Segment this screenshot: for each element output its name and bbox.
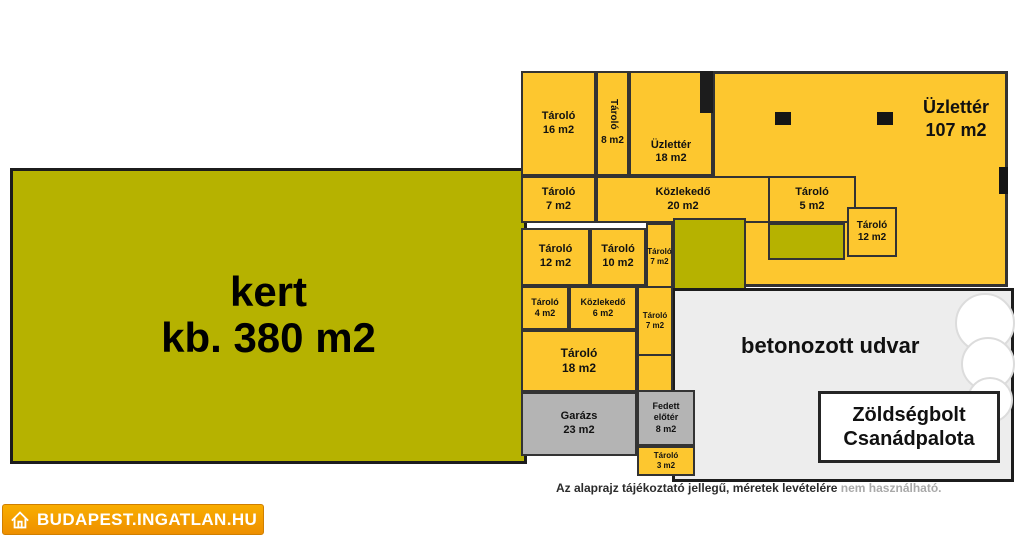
room-tarolo-10: Tároló 10 m2 <box>590 228 646 286</box>
room-name: Közlekedő <box>655 185 711 198</box>
garden-subtitle: kb. 380 m2 <box>161 313 376 361</box>
room-tarolo-18: Tároló 18 m2 <box>521 330 637 392</box>
logo: BUDAPEST.INGATLAN.HU <box>2 504 264 535</box>
yard-label: betonozott udvar <box>741 333 920 358</box>
disclaimer-text: Az alaprajz tájékoztató jellegű, méretek… <box>556 481 1016 495</box>
room-name: Tároló <box>531 296 559 307</box>
room-kozlekedo-20: Közlekedő 20 m2 <box>596 176 770 223</box>
door-mark <box>877 112 893 125</box>
room-garazs: Garázs 23 m2 <box>521 392 637 456</box>
room-name: Tároló <box>560 346 598 360</box>
room-uzletter-18: Üzlettér 18 m2 <box>629 71 713 176</box>
room-area: 7 m2 <box>545 199 572 212</box>
room-name: Tároló <box>538 243 573 256</box>
room-tarolo-7-low: Tároló 7 m2 <box>637 286 673 356</box>
room-area: 8 m2 <box>655 423 677 434</box>
room-area: 7 m2 <box>650 257 669 266</box>
room-name: Fedett előtér <box>652 401 680 423</box>
room-name: Tároló <box>601 243 635 256</box>
room-name: Tároló <box>607 99 619 131</box>
shop-name-line2: Csanádpalota <box>843 428 975 450</box>
shop-box: Zöldségbolt Csanádpalota <box>818 391 1000 463</box>
room-area: 12 m2 <box>857 232 887 243</box>
room-fedett-eloter: Fedett előtér 8 m2 <box>637 390 695 446</box>
garden-area: kert kb. 380 m2 <box>10 168 527 464</box>
room-name: Tároló <box>647 247 672 256</box>
room-area: 20 m2 <box>667 199 699 212</box>
disclaimer-faded: nem használható. <box>840 481 942 495</box>
room-kozlekedo-6: Közlekedő 6 m2 <box>569 286 637 330</box>
room-area: 3 m2 <box>656 461 676 470</box>
room-tarolo-3: Tároló 3 m2 <box>637 446 695 476</box>
room-area: 4 m2 <box>534 308 556 318</box>
courtyard-patch-right <box>768 223 845 260</box>
room-area: 7 m2 <box>645 321 665 330</box>
garden-title: kert <box>229 267 308 315</box>
room-area: 12 m2 <box>539 257 572 269</box>
room-label: Üzlettér 107 m2 <box>923 96 989 143</box>
room-name: Üzlettér <box>922 97 989 117</box>
room-name: Tároló <box>795 185 829 198</box>
door-mark <box>775 112 791 125</box>
yard-area: betonozott udvar Zöldségbolt Csanádpalot… <box>672 288 1015 482</box>
room-tarolo-4: Tároló 4 m2 <box>521 286 569 330</box>
room-area: 8 m2 <box>601 135 624 147</box>
room-area: 18 m2 <box>655 152 687 165</box>
shop-name-line1: Zöldségbolt <box>852 404 966 426</box>
room-area: 16 m2 <box>542 123 575 136</box>
room-area: 23 m2 <box>563 424 595 436</box>
room-name: Közlekedő <box>580 296 626 307</box>
room-area: 6 m2 <box>592 308 614 318</box>
room-name: Tároló <box>653 451 679 460</box>
logo-text: BUDAPEST.INGATLAN.HU <box>37 509 258 529</box>
house-icon <box>10 510 30 530</box>
room-tarolo-7-mid: Tároló 7 m2 <box>646 223 673 291</box>
door-mark <box>999 167 1008 194</box>
wall-segment <box>700 71 713 113</box>
room-area: 5 m2 <box>799 199 825 212</box>
room-area: 18 m2 <box>561 361 597 375</box>
room-name: Üzlettér <box>650 138 692 151</box>
room-name: Tároló <box>541 185 576 198</box>
room-name: Tároló <box>541 109 576 122</box>
room-area: 107 m2 <box>925 120 987 141</box>
room-tarolo-12-left: Tároló 12 m2 <box>521 228 590 286</box>
room-name: Tároló <box>856 219 888 231</box>
room-area: 10 m2 <box>602 257 634 269</box>
courtyard-patch-left <box>673 218 746 291</box>
unlabeled-space <box>637 354 673 392</box>
room-name: Garázs <box>560 410 598 423</box>
room-tarolo-16: Tároló 16 m2 <box>521 71 596 176</box>
disclaimer-main: Az alaprajz tájékoztató jellegű, méretek… <box>556 481 841 495</box>
room-tarolo-5: Tároló 5 m2 <box>768 176 856 223</box>
room-tarolo-8: Tároló 8 m2 <box>596 71 629 176</box>
room-tarolo-12-right: Tároló 12 m2 <box>847 207 897 257</box>
room-name: Tároló <box>642 311 668 320</box>
room-tarolo-7-top: Tároló 7 m2 <box>521 176 596 223</box>
